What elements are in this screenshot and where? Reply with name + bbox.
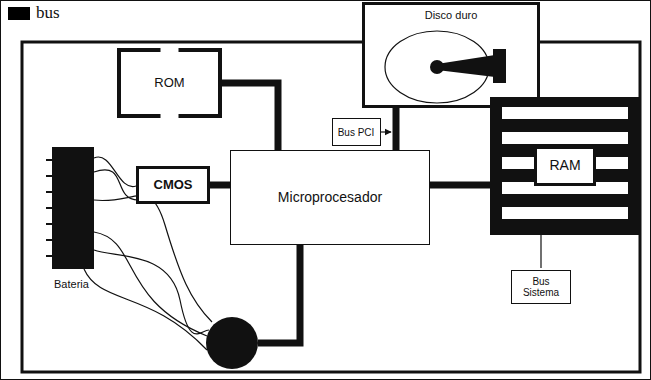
node-text: Bus PCI (338, 127, 375, 138)
node-text: Microprocesador (278, 190, 382, 205)
part-label: Bateria (54, 278, 89, 290)
legend-swatch (8, 7, 30, 20)
bus-line (210, 182, 230, 189)
node-text: Bus Sistema (514, 276, 568, 298)
leader-arrow (380, 131, 391, 132)
node-text: ROM (154, 76, 184, 90)
bus-line (222, 83, 278, 150)
processor-box: Microprocesador (230, 150, 430, 245)
callout-box: Bus Sistema (511, 270, 571, 304)
clock-circle (206, 317, 258, 369)
node-text: Disco duro (425, 9, 478, 21)
ram-box: RAM (490, 97, 640, 235)
node-text: RAM (534, 146, 595, 185)
bus-line (258, 245, 300, 343)
bus-line (430, 182, 490, 189)
rom-box: ROM (117, 48, 222, 118)
legend-text: bus (36, 3, 60, 23)
callout-box: Bus PCI (332, 118, 381, 146)
battery-wires (84, 157, 212, 350)
node-text: CMOS (154, 178, 193, 192)
battery (46, 147, 94, 269)
bus-line (393, 108, 400, 150)
motherboard (22, 42, 640, 372)
cmos-box: CMOS (136, 166, 210, 204)
disk-box: Disco duro (362, 2, 540, 108)
